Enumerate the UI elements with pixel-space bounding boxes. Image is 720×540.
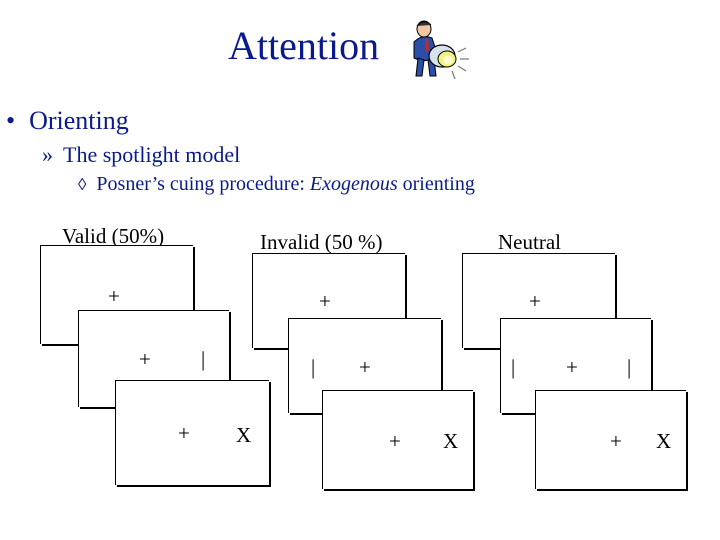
target-x: X bbox=[443, 431, 458, 452]
posner-italic: Exogenous bbox=[310, 173, 398, 195]
posner-prefix: Posner’s cuing procedure: bbox=[96, 173, 309, 195]
sub-bullet-marker: » bbox=[42, 142, 53, 167]
fixation-cross: + bbox=[108, 286, 120, 307]
sub-bullet-spotlight: » The spotlight model bbox=[42, 142, 240, 168]
person-with-spotlight-icon bbox=[400, 12, 472, 84]
fixation-cross: + bbox=[566, 357, 578, 378]
cue-bar-right: | bbox=[627, 357, 631, 378]
target-x: X bbox=[236, 425, 251, 446]
fixation-cross: + bbox=[139, 349, 151, 370]
fixation-cross: + bbox=[529, 291, 541, 312]
invalid-label: Invalid (50 %) bbox=[260, 230, 382, 255]
sub-bullet-text: The spotlight model bbox=[63, 142, 240, 167]
fixation-cross: + bbox=[610, 431, 622, 452]
target-x: X bbox=[656, 431, 671, 452]
neutral-label: Neutral bbox=[498, 230, 561, 255]
cue-bar-left: | bbox=[511, 357, 515, 378]
cue-bar: | bbox=[311, 357, 315, 378]
bullet-marker: • bbox=[6, 106, 15, 135]
fixation-cross: + bbox=[389, 431, 401, 452]
fixation-cross: + bbox=[319, 291, 331, 312]
sub-sub-bullet-posner: ◊ Posner’s cuing procedure: Exogenous ori… bbox=[78, 173, 475, 196]
posner-suffix: orienting bbox=[398, 173, 475, 195]
fixation-cross: + bbox=[178, 423, 190, 444]
fixation-cross: + bbox=[359, 357, 371, 378]
invalid-frame-3: + X bbox=[322, 390, 473, 489]
cue-bar: | bbox=[201, 349, 205, 370]
neutral-frame-3: + X bbox=[535, 390, 686, 489]
bullet-text: Orienting bbox=[29, 106, 129, 135]
diamond-marker: ◊ bbox=[78, 175, 86, 194]
bullet-orienting: • Orienting bbox=[6, 106, 129, 136]
valid-frame-3: + X bbox=[115, 380, 269, 485]
slide-title: Attention bbox=[228, 22, 379, 69]
